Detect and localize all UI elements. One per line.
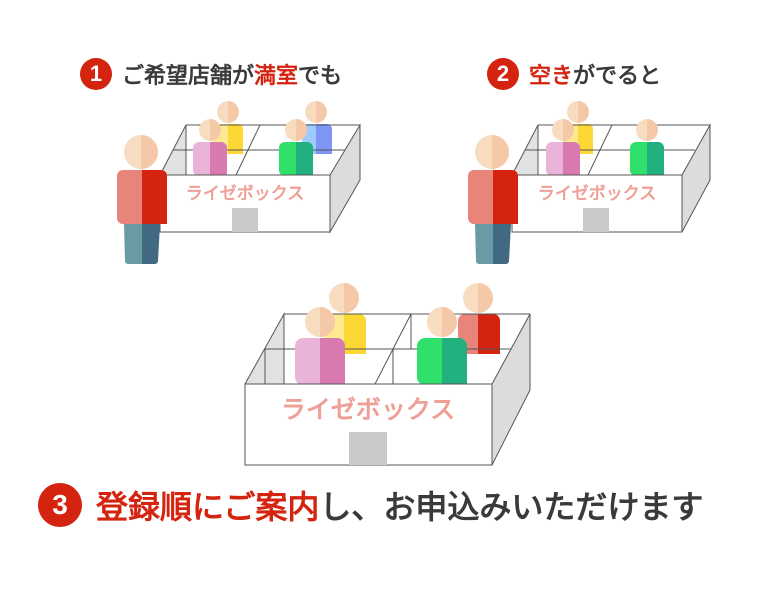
- illustration-full-storage: ライゼボックス: [117, 101, 361, 264]
- step-2-text-highlight: 空き: [529, 64, 574, 89]
- step-3-text-after: し、お申込みいただけます: [319, 488, 704, 526]
- step-2-title: 2 空きがでると: [487, 58, 661, 90]
- step-2-number-badge: 2: [487, 58, 519, 90]
- box-3-label: ライゼボックス: [281, 395, 455, 424]
- box-1-label: ライゼボックス: [186, 183, 305, 204]
- person-green-icon: [417, 307, 467, 385]
- box-2-label: ライゼボックス: [538, 183, 657, 204]
- step-1-title: 1 ご希望店舗が満室でも: [80, 58, 342, 90]
- box-3-door: [349, 432, 387, 465]
- step-3-text-highlight: 登録順にご案内: [96, 488, 320, 526]
- person-blue-icon: [302, 101, 332, 154]
- person-waiting-icon: [117, 135, 167, 264]
- step-1-text-highlight: 満室: [254, 64, 299, 89]
- person-red-icon: [458, 283, 500, 354]
- box-1-door: [232, 208, 258, 232]
- person-pink-icon: [546, 119, 580, 176]
- step-1-text-after: でも: [298, 64, 343, 89]
- step-2-text-after: がでると: [573, 64, 662, 89]
- person-green-icon: [279, 119, 313, 176]
- illustration-assigned-storage: ライゼボックス: [244, 283, 531, 466]
- step-1-text-before: ご希望店舗が: [122, 64, 255, 89]
- person-green-icon: [630, 119, 664, 176]
- step-3-title: 3 登録順にご案内し、お申込みいただけます: [38, 482, 703, 528]
- illustration-vacancy-storage: ライゼボックス: [468, 101, 711, 264]
- step-3-number-badge: 3: [38, 483, 82, 527]
- person-pink-icon: [295, 307, 345, 385]
- person-waiting-icon: [468, 135, 518, 264]
- box-2-door: [583, 208, 609, 232]
- step-1-number-badge: 1: [80, 58, 112, 90]
- person-pink-icon: [193, 119, 227, 176]
